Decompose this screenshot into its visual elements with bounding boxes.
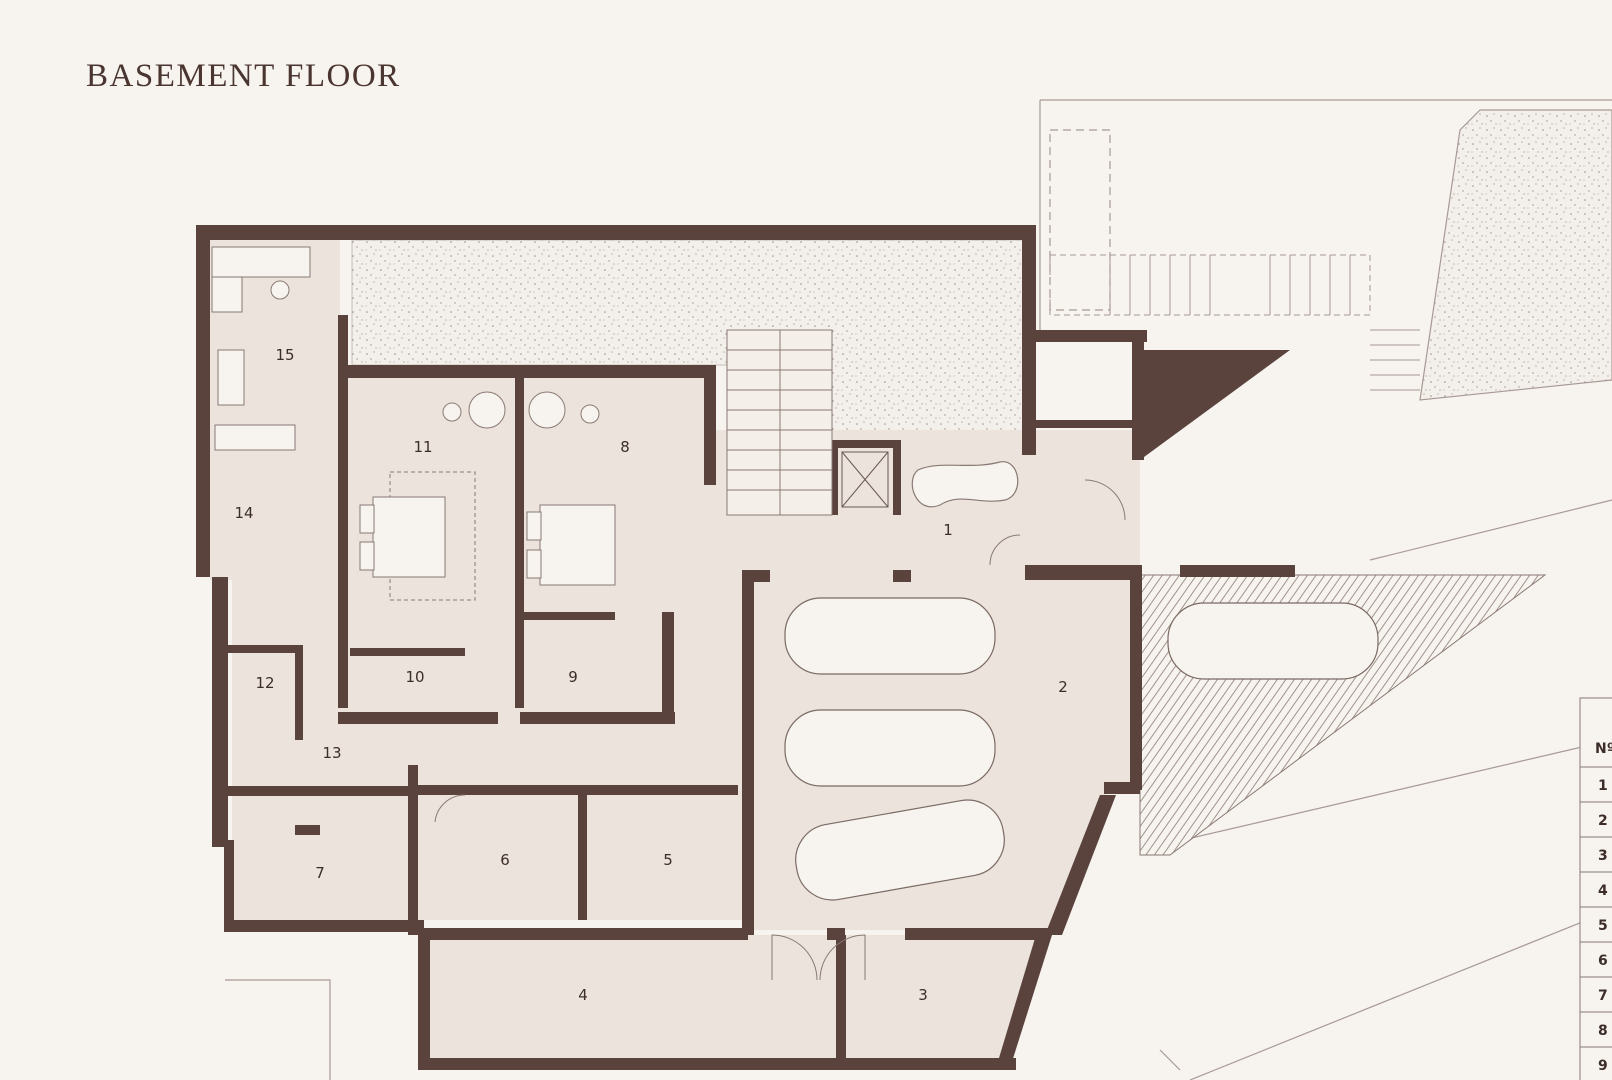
room-label-1: 1 <box>943 521 953 539</box>
legend-row-number: 4 <box>1598 883 1608 899</box>
legend-row-number: 7 <box>1598 988 1608 1004</box>
room-label-6: 6 <box>500 851 510 869</box>
room-label-2: 2 <box>1058 678 1068 696</box>
room-label-11: 11 <box>413 438 432 456</box>
light-well <box>830 330 1030 440</box>
room-label-3: 3 <box>918 986 928 1004</box>
site-outline <box>225 99 1612 1080</box>
legend-row-number: 6 <box>1598 953 1608 969</box>
room-label-13: 13 <box>322 744 341 762</box>
plan-title: BASEMENT FLOOR <box>86 58 401 94</box>
elevator <box>841 451 889 508</box>
legend-table: Nº 1 2 3 4 5 6 7 8 9 <box>1579 697 1612 1080</box>
parked-cars <box>784 597 1379 901</box>
room-label-15: 15 <box>275 346 294 364</box>
legend-row-number: 8 <box>1598 1023 1608 1039</box>
legend-row-number: 3 <box>1598 848 1608 864</box>
interior-staircase <box>726 329 833 516</box>
legend-row-number: 2 <box>1598 813 1608 829</box>
room-label-8: 8 <box>620 438 630 456</box>
walls <box>196 225 1295 1070</box>
room-label-14: 14 <box>234 504 253 522</box>
legend-table-header: Nº <box>1595 741 1612 757</box>
room-label-5: 5 <box>663 851 673 869</box>
sofa <box>211 246 311 451</box>
legend-table-frame <box>1579 697 1612 1080</box>
bed-room-8 <box>526 504 616 586</box>
doors <box>434 479 1126 981</box>
legend-row-number: 5 <box>1598 918 1608 934</box>
jacuzzi <box>911 461 1019 508</box>
legend-row-number: 9 <box>1598 1058 1608 1074</box>
room-label-7: 7 <box>315 864 325 882</box>
room-label-4: 4 <box>578 986 588 1004</box>
armchairs <box>270 280 600 429</box>
legend-row-number: 1 <box>1598 778 1608 794</box>
room-label-10: 10 <box>405 668 424 686</box>
room-label-12: 12 <box>255 674 274 692</box>
exterior-stairs <box>1049 254 1420 391</box>
bed-room-11 <box>359 471 476 601</box>
room-label-9: 9 <box>568 668 578 686</box>
